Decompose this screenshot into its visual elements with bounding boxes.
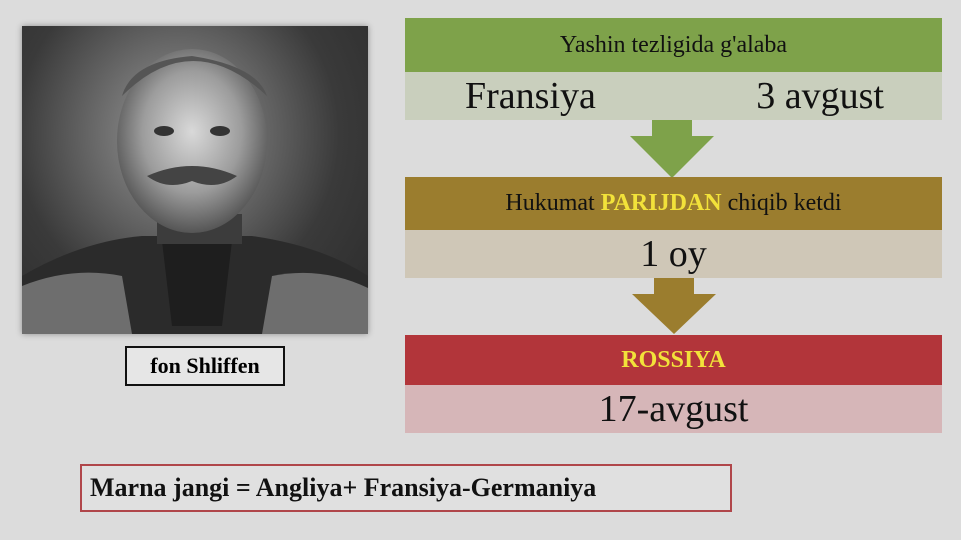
step-1-date: 3 avgust [756, 75, 884, 117]
step-2-body: 1 oy [405, 230, 942, 278]
step-2-header: Hukumat PARIJDAN chiqib ketdi [405, 177, 942, 230]
step-1: Yashin tezligida g'alaba Fransiya 3 avgu… [405, 18, 942, 120]
step-2: Hukumat PARIJDAN chiqib ketdi 1 oy [405, 177, 942, 278]
step-2-duration: 1 oy [640, 233, 707, 275]
step-3-date: 17-avgust [598, 388, 749, 430]
step-3-body: 17-avgust [405, 385, 942, 433]
down-arrow-icon [632, 278, 716, 334]
bottom-note: Marna jangi = Angliya+ Fransiya-Germaniy… [80, 464, 732, 512]
down-arrow-icon [630, 120, 714, 178]
portrait-caption-text: fon Shliffen [150, 353, 260, 378]
portrait-illustration [22, 49, 368, 334]
step-1-country: Fransiya [465, 75, 596, 117]
bottom-note-text: Marna jangi = Angliya+ Fransiya-Germaniy… [90, 473, 597, 502]
portrait-caption: fon Shliffen [125, 346, 285, 386]
step-2-header-before: Hukumat [505, 190, 601, 216]
step-1-body: Fransiya 3 avgust [405, 72, 942, 120]
step-1-header: Yashin tezligida g'alaba [405, 18, 942, 72]
step-1-header-text: Yashin tezligida g'alaba [559, 31, 788, 58]
step-2-header-after: chiqib ketdi [721, 190, 842, 216]
step-3: ROSSIYA 17-avgust [405, 335, 942, 433]
step-3-header-text: ROSSIYA [621, 346, 726, 373]
step-2-header-highlight: PARIJDAN [600, 190, 722, 216]
portrait-photo [22, 26, 368, 334]
step-3-header: ROSSIYA [405, 335, 942, 385]
